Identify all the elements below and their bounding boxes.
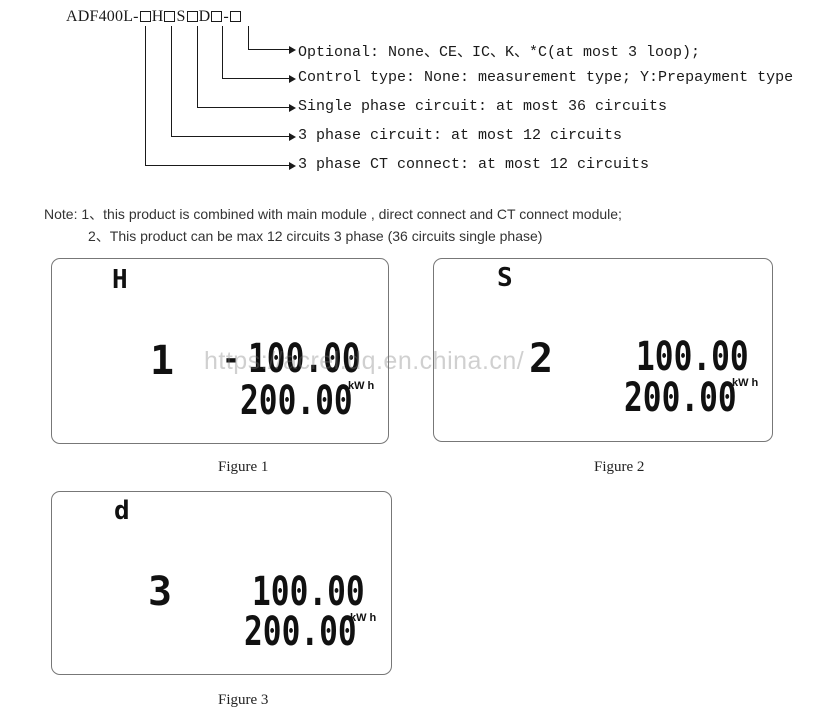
wire-vertical xyxy=(248,26,250,50)
note-line-1: Note: 1、this product is combined with ma… xyxy=(44,206,622,222)
model-dash: - xyxy=(223,8,229,25)
placeholder-box-3 xyxy=(186,11,198,22)
wire-vertical xyxy=(222,26,224,79)
lcd-mode-indicator: H xyxy=(112,265,128,295)
lcd-value-line-2: 200.00 xyxy=(624,375,737,421)
lcd-display-figure-3: d 3 100.00 200.00 kW h xyxy=(51,491,392,675)
lcd-value-line-1: 100.00 xyxy=(248,336,361,382)
lcd-unit-label: kW h xyxy=(732,377,759,389)
arrow-right-icon xyxy=(289,46,296,54)
option-single-phase: Single phase circuit: at most 36 circuit… xyxy=(298,98,668,115)
wire-vertical xyxy=(197,26,199,108)
lcd-unit-label: kW h xyxy=(348,380,375,392)
lcd-circuit-number: 3 xyxy=(148,569,173,615)
option-three-phase: 3 phase circuit: at most 12 circuits xyxy=(298,127,623,144)
model-letter-h: H xyxy=(151,8,164,25)
wire-horizontal xyxy=(222,78,290,80)
lcd-display-figure-2: S 2 100.00 200.00 kW h xyxy=(433,258,773,442)
placeholder-box-4 xyxy=(211,11,223,22)
wire-horizontal xyxy=(248,49,290,51)
placeholder-box-5 xyxy=(229,11,241,22)
arrow-right-icon xyxy=(289,104,296,112)
figure-2-caption: Figure 2 xyxy=(594,459,645,475)
lcd-mode-indicator: S xyxy=(497,263,513,293)
figure-1-caption: Figure 1 xyxy=(218,459,269,475)
wire-horizontal xyxy=(197,107,290,109)
option-control-type: Control type: None: measurement type; Y:… xyxy=(298,69,794,86)
placeholder-box-1 xyxy=(139,11,151,22)
wire-vertical xyxy=(171,26,173,137)
lcd-circuit-number: 1 xyxy=(150,338,175,384)
lcd-value-line-2: 200.00 xyxy=(240,378,353,424)
lcd-value-line-1: 100.00 xyxy=(252,569,365,615)
option-optional: Optional: None、CE、IC、K、*C(at most 3 loop… xyxy=(298,44,701,61)
arrow-right-icon xyxy=(289,75,296,83)
arrow-right-icon xyxy=(289,162,296,170)
model-letter-s: S xyxy=(176,8,186,25)
lcd-circuit-number: 2 xyxy=(529,336,554,382)
model-prefix: ADF400L- xyxy=(66,8,139,25)
lcd-value-line-2: 200.00 xyxy=(244,609,357,655)
note-line-2: 2、This product can be max 12 circuits 3 … xyxy=(88,228,543,244)
wire-horizontal xyxy=(171,136,290,138)
wire-vertical xyxy=(145,26,147,166)
lcd-value-line-1: 100.00 xyxy=(636,334,749,380)
placeholder-box-2 xyxy=(164,11,176,22)
option-ct-connect: 3 phase CT connect: at most 12 circuits xyxy=(298,156,650,173)
arrow-right-icon xyxy=(289,133,296,141)
lcd-display-figure-1: H 1 - 100.00 200.00 kW h xyxy=(51,258,389,444)
wire-horizontal xyxy=(145,165,290,167)
lcd-unit-label: kW h xyxy=(350,612,377,624)
figure-3-caption: Figure 3 xyxy=(218,692,269,708)
lcd-mode-indicator: d xyxy=(114,496,130,526)
lcd-negative-sign: - xyxy=(222,342,241,377)
model-letter-d: D xyxy=(198,8,211,25)
watermark-text: https://acrel.dq.en.china.cn/ xyxy=(204,347,525,375)
